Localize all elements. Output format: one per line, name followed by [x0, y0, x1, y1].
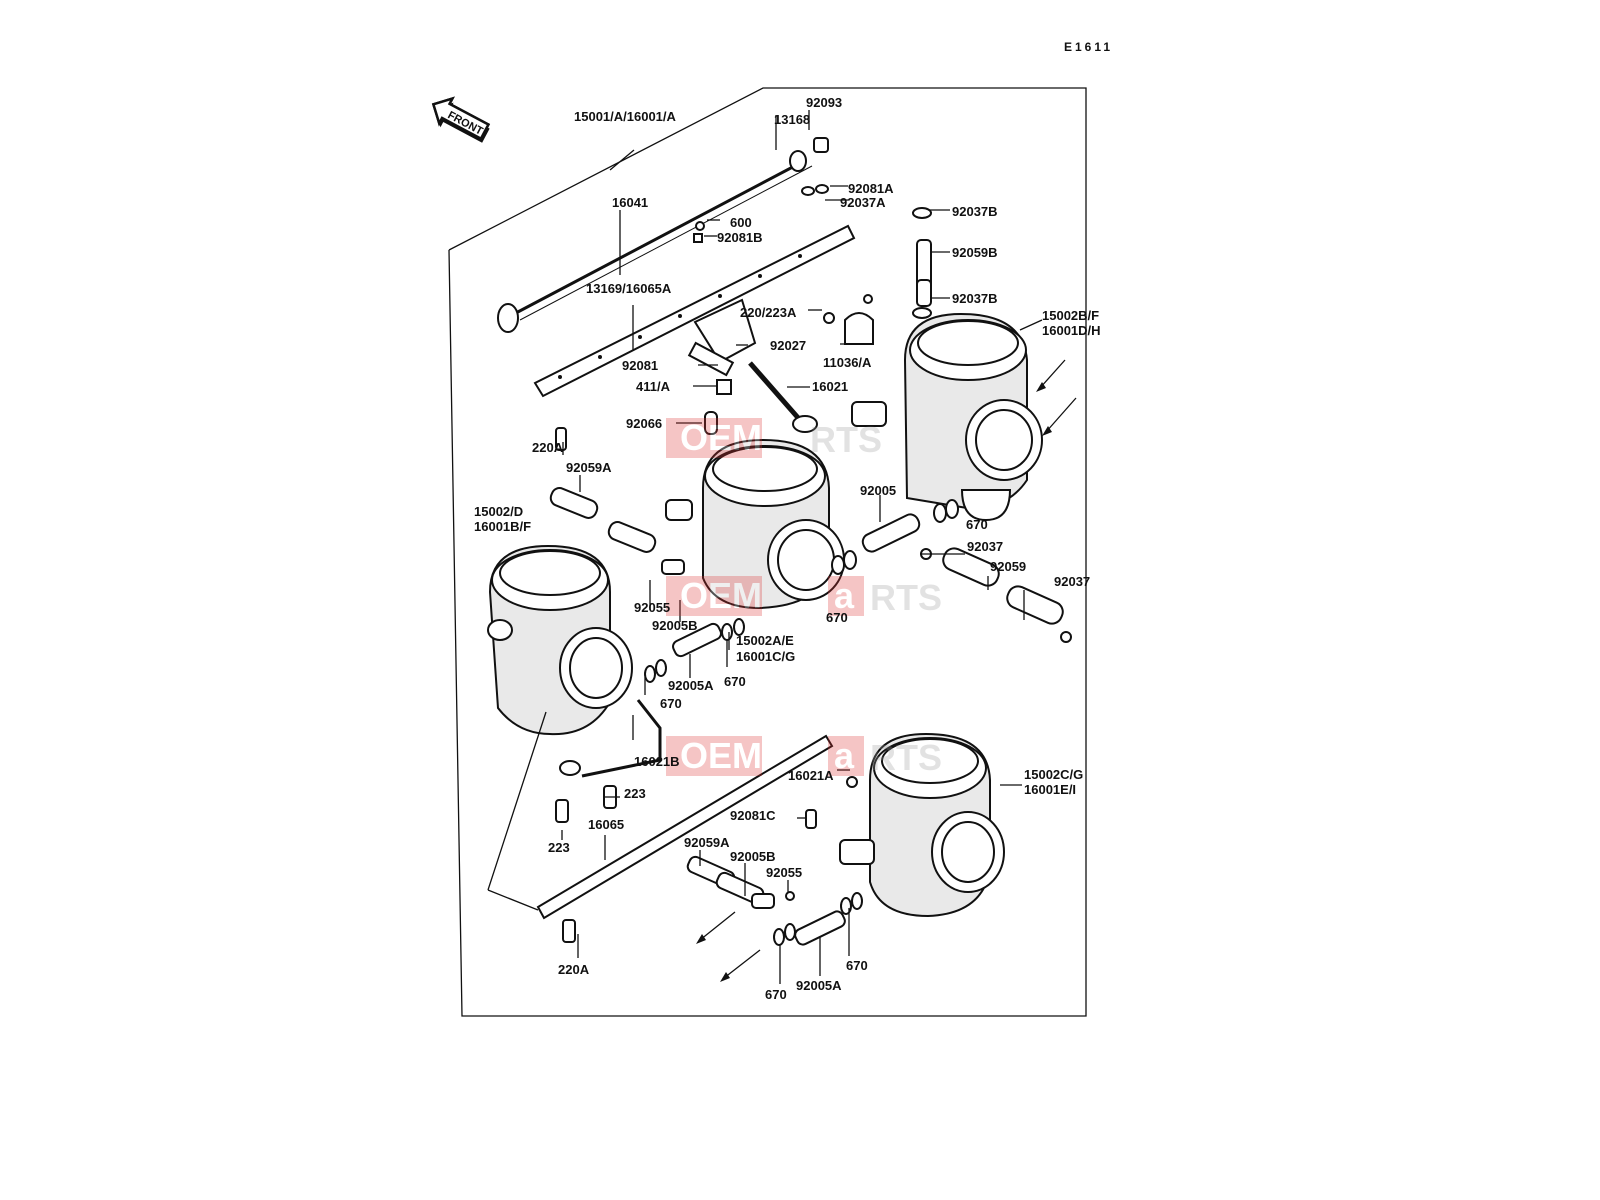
part-label: 16021B — [634, 754, 680, 769]
part-label: 92059A — [566, 460, 612, 475]
part-label: 16001C/G — [736, 649, 795, 664]
part-label: 92059A — [684, 835, 730, 850]
svg-text:OEM: OEM — [680, 735, 762, 776]
svg-text:RTS: RTS — [870, 737, 942, 778]
part-label: 92005A — [668, 678, 714, 693]
part-label: 92055 — [766, 865, 802, 880]
linkage-bracket — [533, 207, 932, 451]
part-label: 220/223A — [740, 305, 797, 320]
fuel-hose-parts — [536, 487, 1072, 946]
part-label: 92055 — [634, 600, 670, 615]
leader-lines — [487, 110, 1043, 984]
part-label: 223 — [548, 840, 570, 855]
part-label: 16001B/F — [474, 519, 531, 534]
part-label: 92081 — [622, 358, 658, 373]
part-label: 16021 — [812, 379, 848, 394]
part-label: 92037B — [952, 204, 998, 219]
svg-text:OEM: OEM — [680, 575, 762, 616]
carburetor-body-1 — [851, 312, 1043, 522]
part-label: 670 — [765, 987, 787, 1002]
front-arrow-icon: FRONT — [431, 96, 491, 143]
carburetor-body-3 — [487, 544, 633, 736]
part-label: 92059 — [990, 559, 1026, 574]
part-label: 92027 — [770, 338, 806, 353]
part-label: 16001E/I — [1024, 782, 1076, 797]
svg-text:OEM: OEM — [680, 417, 762, 458]
part-label: 220A — [532, 440, 564, 455]
assembly-frame — [448, 87, 1087, 1017]
part-label: 15001/A/16001/A — [574, 109, 677, 124]
part-label: 92005B — [730, 849, 776, 864]
svg-text:a: a — [834, 735, 855, 776]
svg-text:RTS: RTS — [810, 419, 882, 460]
part-label: 92066 — [626, 416, 662, 431]
part-label: 220A — [558, 962, 590, 977]
part-label: 92005 — [860, 483, 896, 498]
part-label: 411/A — [636, 379, 671, 394]
watermark-3: OEM a RTS — [666, 735, 942, 778]
part-label: 600 — [730, 215, 752, 230]
part-label: 16065 — [588, 817, 624, 832]
part-label: 223 — [624, 786, 646, 801]
carburetor-body-4 — [839, 732, 1005, 918]
choke-shaft — [497, 137, 829, 333]
flow-arrows — [696, 359, 1077, 982]
part-label: 92081C — [730, 808, 776, 823]
part-label: 670 — [724, 674, 746, 689]
svg-text:a: a — [834, 575, 855, 616]
part-label: 92081A — [848, 181, 894, 196]
svg-text:RTS: RTS — [870, 577, 942, 618]
part-label: 15002B/F — [1042, 308, 1099, 323]
part-label: 92037 — [967, 539, 1003, 554]
part-label: 15002/D — [474, 504, 523, 519]
part-label: 92005B — [652, 618, 698, 633]
part-label: 13169/16065A — [586, 281, 672, 296]
part-label: 92037 — [1054, 574, 1090, 589]
part-label: 16021A — [788, 768, 834, 783]
carburetor-body-2 — [665, 438, 845, 610]
watermark-2: OEM a RTS — [666, 575, 942, 618]
part-label: 670 — [660, 696, 682, 711]
part-label: 670 — [846, 958, 868, 973]
watermark-1: OEM RTS — [666, 417, 882, 460]
part-label: 11036/A — [823, 355, 872, 370]
part-label: 16041 — [612, 195, 648, 210]
part-label: 15002C/G — [1024, 767, 1083, 782]
part-label: 670 — [826, 610, 848, 625]
part-label: 92093 — [806, 95, 842, 110]
part-label: 92059B — [952, 245, 998, 260]
part-label: 92037A — [840, 195, 886, 210]
part-label: 670 — [966, 517, 988, 532]
diagram-code: E1611 — [1064, 40, 1113, 54]
part-label: 92005A — [796, 978, 842, 993]
part-label: 13168 — [774, 112, 810, 127]
part-label: 92081B — [717, 230, 763, 245]
part-label: 15002A/E — [736, 633, 794, 648]
part-callouts: 92093 15001/A/16001/A 13168 92081A 92037… — [474, 95, 1101, 1002]
part-label: 16001D/H — [1042, 323, 1101, 338]
part-label: 92037B — [952, 291, 998, 306]
